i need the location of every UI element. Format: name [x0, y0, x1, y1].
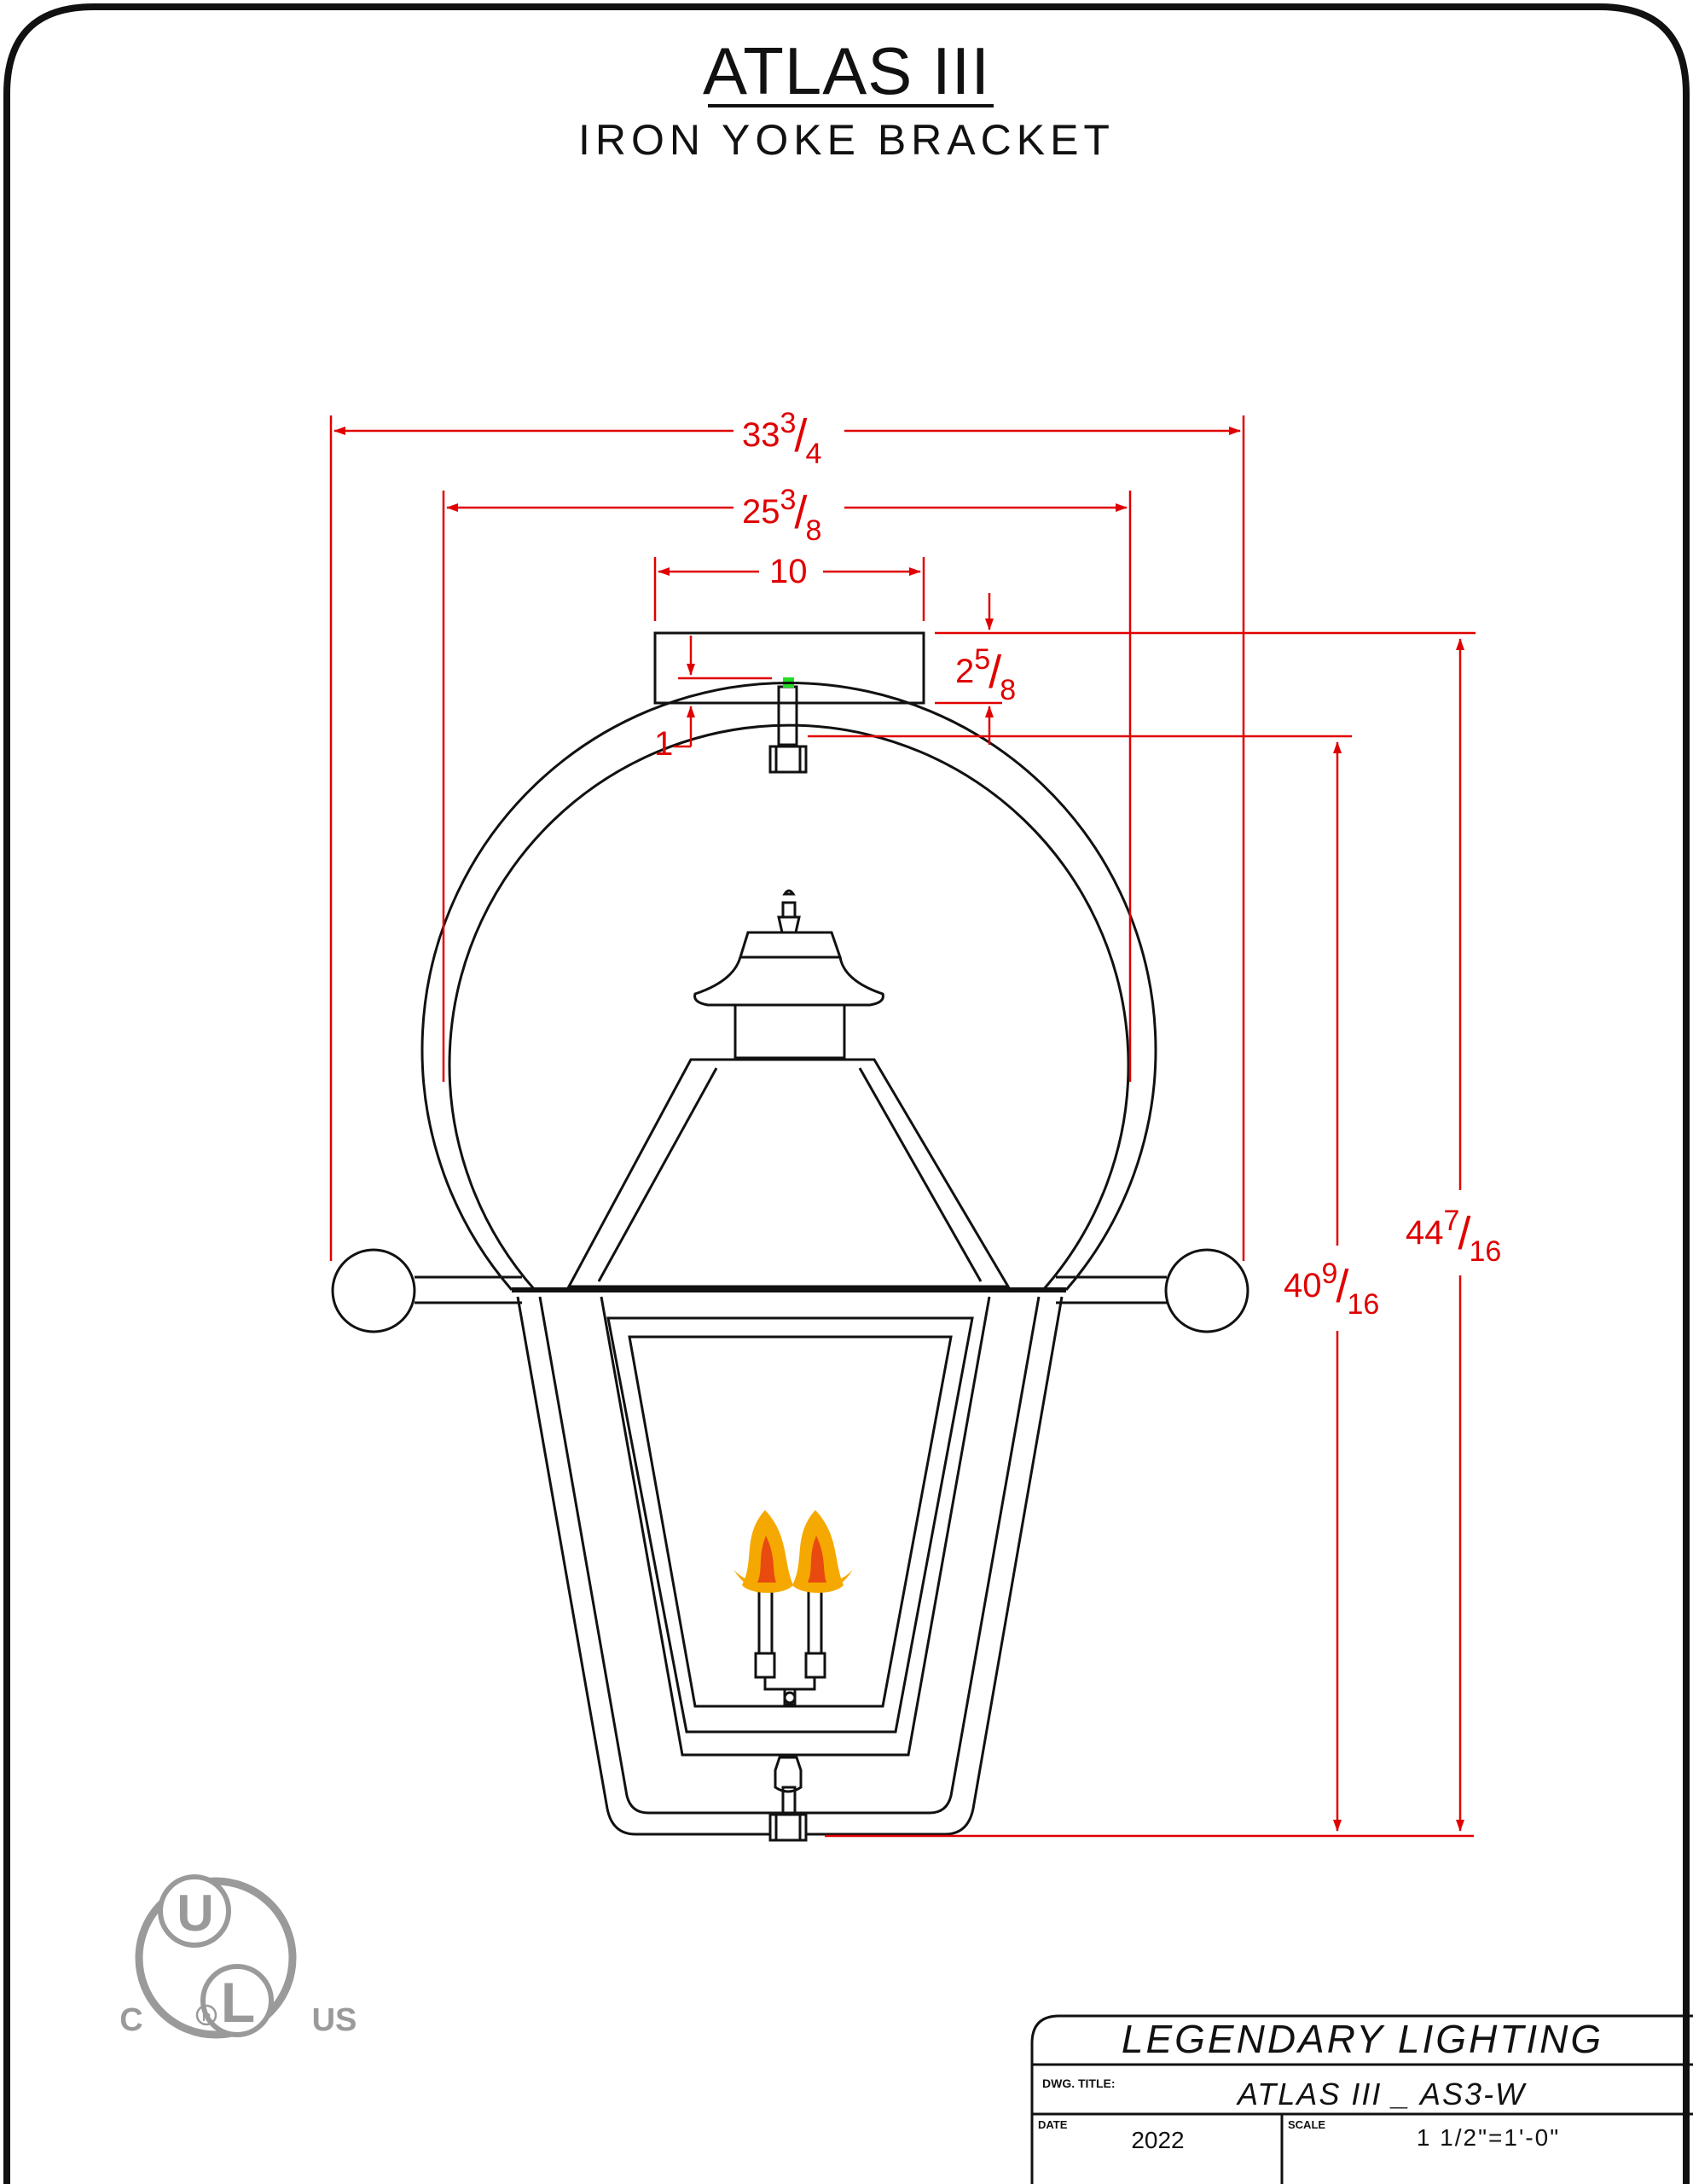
bottom-fitting	[774, 1756, 803, 1816]
date-value: 2022	[1131, 2127, 1185, 2153]
yoke-inner	[448, 723, 1130, 1291]
ul-certification-logo	[135, 1874, 297, 2039]
scale-label: SCALE	[1288, 2118, 1326, 2131]
ul-l-circle	[200, 1964, 274, 2037]
glass-frame-outer	[600, 1296, 991, 1757]
date-label: DATE	[1038, 2118, 1068, 2131]
dim-bracket-width: 253/8	[742, 484, 822, 547]
yoke-outer	[420, 681, 1157, 1291]
ul-u-circle	[158, 1874, 231, 1948]
flames	[733, 1510, 853, 1593]
lantern-top-inner	[597, 1067, 983, 1282]
ul-u-letter: U	[177, 1885, 213, 1942]
finial-ball-right	[1164, 1248, 1249, 1333]
company-name: LEGENDARY LIGHTING	[1121, 2017, 1604, 2061]
burner-assembly	[754, 1583, 826, 1706]
top-finial	[777, 889, 801, 934]
dim-canopy-width: 10	[769, 553, 808, 590]
ul-us-letters: US	[312, 2002, 357, 2038]
title-block-frame	[1030, 2014, 1693, 2184]
page-border	[3, 3, 1690, 2184]
dwg-title: ATLAS III _ AS3-W	[1237, 2077, 1527, 2111]
lantern-top-outer	[566, 1058, 1011, 1288]
drawing-title: ATLAS III	[703, 33, 990, 108]
dim-overall-width: 333/4	[742, 407, 822, 470]
ul-logo-letters: C U L R US	[119, 1885, 357, 2038]
roof-cap	[738, 931, 843, 959]
chimney	[733, 1003, 846, 1060]
roof-flare	[693, 956, 884, 1007]
ul-l-letter: L	[221, 1971, 255, 2034]
stem	[777, 685, 798, 746]
drawing-subtitle: IRON YOKE BRACKET	[578, 116, 1115, 164]
finial-ball-left	[331, 1248, 416, 1333]
dim-stem-length: 1	[654, 725, 674, 763]
wall-canopy	[653, 631, 925, 705]
dim-fixture-height: 409/16	[1284, 1258, 1380, 1321]
dim-overall-height: 447/16	[1406, 1205, 1502, 1268]
lantern-body-outer-2	[538, 1296, 1041, 1815]
ul-r-letter: R	[202, 2010, 211, 2024]
lantern-fixture	[331, 631, 1249, 1842]
dwg-title-label: DWG. TITLE:	[1042, 2077, 1116, 2090]
ul-registered-circle	[195, 2004, 217, 2026]
glass-frame-inner	[628, 1335, 953, 1708]
scale-value: 1 1/2"=1'-0"	[1416, 2124, 1561, 2151]
dimension-lines	[329, 415, 1476, 1838]
title-underline	[708, 104, 994, 107]
ul-c-letter: C	[119, 2002, 142, 2038]
glass-frame-outer-2	[606, 1316, 974, 1734]
dim-canopy-height: 25/8	[955, 643, 1017, 706]
